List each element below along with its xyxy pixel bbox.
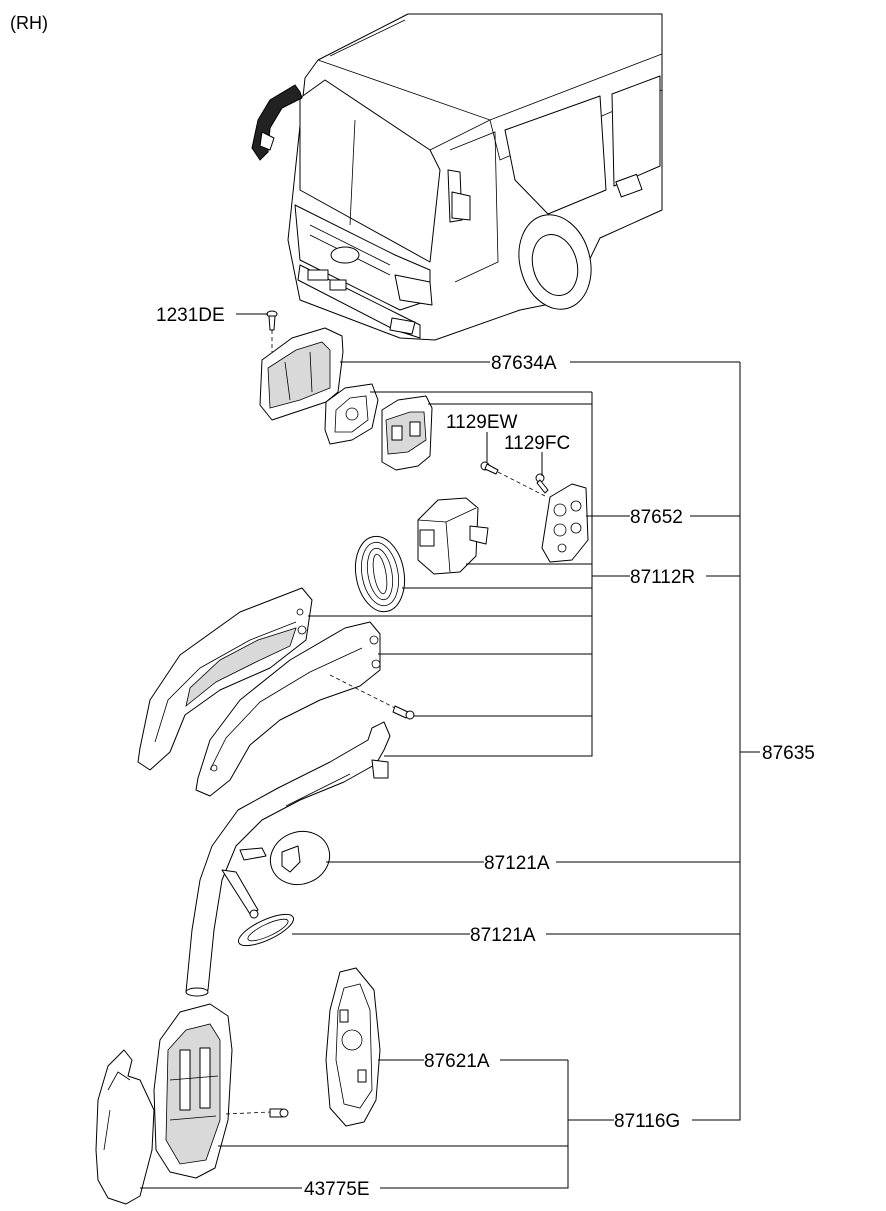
callout-1129fc: 1129FC xyxy=(504,433,570,454)
housing-screw xyxy=(225,1108,289,1118)
mirror-arm xyxy=(185,721,391,997)
callout-87112r: 87112R xyxy=(630,567,695,588)
cover-disc-lower xyxy=(237,913,295,947)
callout-87635: 87635 xyxy=(762,743,815,764)
callout-1129ew: 1129EW xyxy=(446,412,518,433)
grommet xyxy=(354,535,406,613)
side-label: (RH) xyxy=(10,13,48,33)
screw-1129ew xyxy=(480,461,546,497)
callout-43775e: 43775E xyxy=(304,1179,370,1200)
callout-labels: 1231DE 87634A 1129EW 1129FC 87652 87112R… xyxy=(156,305,815,1200)
arm-cover-inner xyxy=(195,621,381,797)
callout-87652: 87652 xyxy=(630,507,683,528)
callout-87116g: 87116G xyxy=(614,1111,680,1132)
mirror-base-cover xyxy=(259,327,344,421)
callout-87634a: 87634A xyxy=(491,353,557,374)
leader-lines xyxy=(140,313,760,1189)
mirror-housing-cover xyxy=(95,1049,155,1205)
cover-disc-upper xyxy=(269,831,331,885)
screw-1129fc xyxy=(535,473,549,494)
callout-87121a-lower: 87121A xyxy=(470,925,536,946)
callout-87621a: 87621A xyxy=(424,1051,490,1072)
callout-87121a-upper: 87121A xyxy=(484,853,550,874)
bus-illustration xyxy=(251,13,663,341)
bolt-1231de xyxy=(266,310,278,352)
mirror-glass-holder xyxy=(325,967,381,1127)
mounting-gasket xyxy=(324,383,379,445)
arm-screw xyxy=(329,674,415,720)
motor-unit xyxy=(417,497,489,575)
arm-cover-outer xyxy=(137,587,313,771)
mounting-bracket xyxy=(381,395,433,471)
callout-1231de: 1231DE xyxy=(156,305,225,326)
mirror-housing-frame xyxy=(153,1003,233,1179)
mount-plate-87652 xyxy=(541,483,589,563)
